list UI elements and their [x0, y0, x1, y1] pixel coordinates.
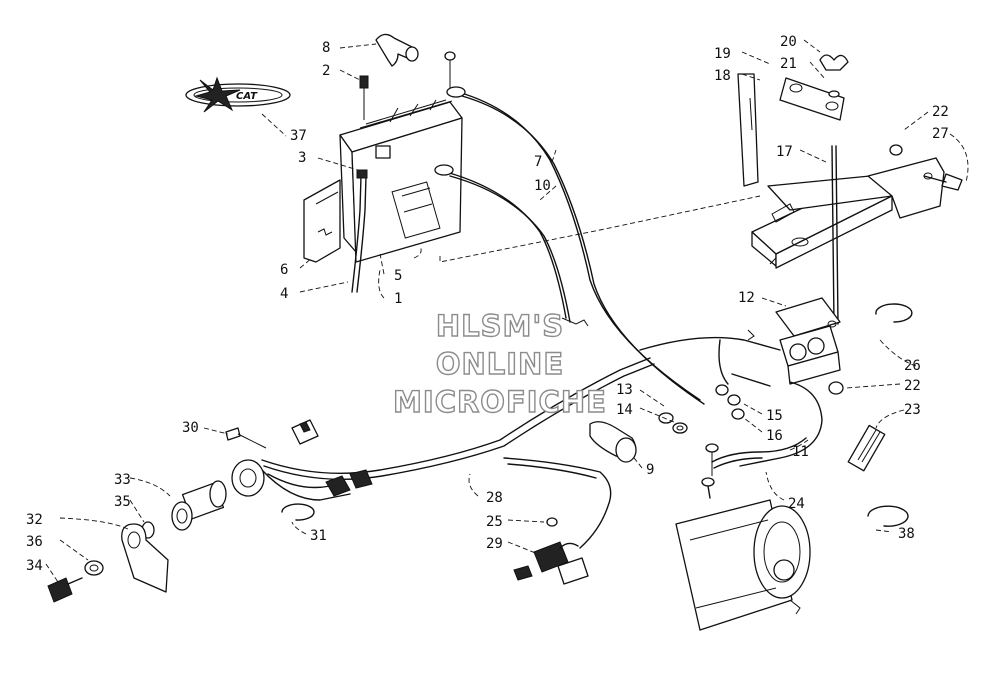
harness-connector-29: [513, 541, 589, 585]
callout-13: 13: [616, 382, 633, 398]
battery-tray-17: [751, 157, 945, 269]
callout-1: 1: [394, 291, 402, 307]
terminal-boot-8: [375, 33, 419, 67]
ignition-key-34: [47, 577, 83, 603]
callout-6: 6: [280, 262, 288, 278]
vent-tube-4: [351, 175, 362, 293]
callout-25: 25: [486, 514, 503, 530]
decal-37: CAT: [185, 76, 291, 113]
nut-15: [727, 394, 741, 406]
washer-14: [672, 422, 688, 434]
ignition-switch-33: [171, 459, 265, 531]
callout-9: 9: [646, 462, 654, 478]
callout-22-bottom: 22: [904, 378, 921, 394]
hold-down-strap-18: [737, 73, 759, 187]
callout-15: 15: [766, 408, 783, 424]
callout-26: 26: [904, 358, 921, 374]
ignition-plate-32: [121, 523, 169, 593]
callout-21: 21: [780, 56, 797, 72]
battery-bracket-6: [303, 179, 341, 263]
connector-pair: [325, 469, 373, 497]
snap-ring-31: [281, 503, 315, 521]
callout-14: 14: [616, 402, 633, 418]
leader-lines: [45, 39, 969, 583]
callout-7: 7: [534, 154, 542, 170]
wire-sleeve-23: [847, 424, 886, 472]
hold-down-bar-21: [779, 77, 845, 121]
callout-23: 23: [904, 402, 921, 418]
nut-22: [889, 144, 903, 156]
callout-10: 10: [534, 178, 551, 194]
watermark-line-1: HLSM'S: [436, 309, 564, 343]
starter-solenoid-12: [775, 297, 841, 385]
callout-29: 29: [486, 536, 503, 552]
callout-5: 5: [394, 268, 402, 284]
callout-37: 37: [290, 128, 307, 144]
callout-30: 30: [182, 420, 199, 436]
callout-27: 27: [932, 126, 949, 142]
starter-cable-11: [711, 437, 807, 463]
callout-34: 34: [26, 558, 43, 574]
callout-28: 28: [486, 490, 503, 506]
nut-22-lower: [828, 381, 844, 395]
callout-17: 17: [776, 144, 793, 160]
washer-16: [731, 408, 745, 420]
callout-labels: 1 2 3 4 5 6 7 8 9 10 11 12 13 14 15 16 1…: [26, 34, 949, 574]
callout-11: 11: [792, 444, 809, 460]
callout-24: 24: [788, 496, 805, 512]
callout-16: 16: [766, 428, 783, 444]
watermark-line-3: MICROFICHE: [393, 385, 607, 419]
callout-8: 8: [322, 40, 330, 56]
callout-19: 19: [714, 46, 731, 62]
connector-30: [225, 419, 319, 449]
snap-ring-26: [875, 303, 913, 323]
watermark-line-2: ONLINE: [436, 347, 564, 381]
callout-20: 20: [780, 34, 797, 50]
starter-motor: [675, 499, 811, 631]
nut-13: [658, 412, 674, 424]
callout-2: 2: [322, 63, 330, 79]
wing-nut-20: [819, 54, 849, 71]
callout-31: 31: [310, 528, 327, 544]
callout-22-top: 22: [932, 104, 949, 120]
callout-32: 32: [26, 512, 43, 528]
negative-cable-10: [445, 171, 567, 319]
terminal-boot-9: [589, 421, 637, 463]
terminal-block: [375, 145, 391, 159]
callout-36: 36: [26, 534, 43, 550]
callout-12: 12: [738, 290, 755, 306]
wiring-harness-28: [261, 357, 651, 475]
vent-cap-2: [359, 75, 369, 89]
callout-3: 3: [298, 150, 306, 166]
callout-18: 18: [714, 68, 731, 84]
callout-35: 35: [114, 494, 131, 510]
callout-38: 38: [898, 526, 915, 542]
watermark: HLSM'S ONLINE MICROFICHE: [392, 308, 607, 419]
svg-text:CAT: CAT: [236, 91, 258, 102]
bolt-27: [923, 173, 963, 191]
nut-36: [84, 560, 104, 576]
snap-ring-38: [867, 505, 909, 527]
callout-4: 4: [280, 286, 288, 302]
screw-25: [546, 517, 558, 527]
callout-33: 33: [114, 472, 131, 488]
